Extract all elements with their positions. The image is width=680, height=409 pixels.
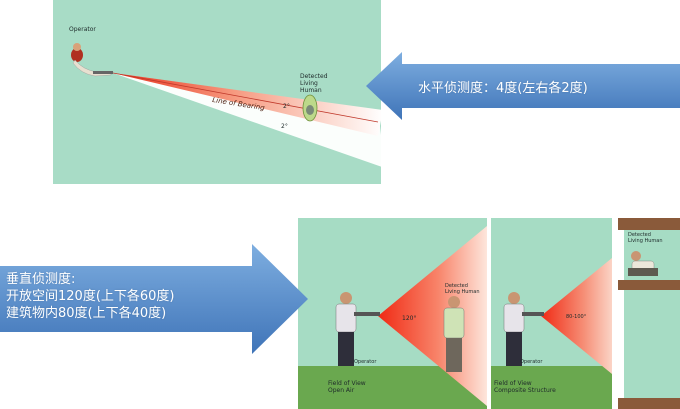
horizontal-detection-illustration <box>53 0 381 184</box>
vertical-text-line2: 开放空间120度(上下各60度) <box>6 288 175 305</box>
operator-label: Operator <box>69 26 96 33</box>
structure-operator-label: Operator <box>520 359 542 366</box>
structure-detected-line2: Living Human <box>628 238 663 244</box>
detected-label-line1: Detected <box>300 73 328 80</box>
structure-wall-white <box>612 218 618 409</box>
structure-fov-line2: Composite Structure <box>494 387 556 394</box>
open-air-fov-line2: Open Air <box>328 387 366 394</box>
vertical-text-line3: 建筑物内80度(上下各40度) <box>6 305 175 322</box>
vertical-detection-text: 垂直侦测度: 开放空间120度(上下各60度) 建筑物内80度(上下各40度) <box>6 271 175 322</box>
horizontal-detection-text: 水平侦测度：4度(左右各2度) <box>418 77 588 96</box>
open-air-detected-line2: Living Human <box>445 289 480 295</box>
structure-fov-label: Field of View Composite Structure <box>494 380 556 394</box>
operator-structure-figure <box>504 292 544 366</box>
angle-label-lower: 2° <box>281 123 288 130</box>
open-air-angle-label: 120° <box>402 315 416 322</box>
structure-angle-label: 80-100° <box>566 314 586 321</box>
detected-human-label: Detected Living Human <box>300 73 328 94</box>
operator-figure <box>71 43 113 76</box>
detected-label-line3: Human <box>300 87 328 94</box>
top-diagram-panel: Operator Line of Bearing 2° 2° Detected … <box>53 0 381 184</box>
open-air-fov-line1: Field of View <box>328 380 366 387</box>
structure-detected-label: Detected Living Human <box>628 232 663 244</box>
angle-label-upper: 2° <box>283 103 290 110</box>
operator-open-air-figure <box>336 292 380 366</box>
bottom-diagram-panel: 120° Detected Living Human Operator Fiel… <box>298 218 680 409</box>
open-air-fov-label: Field of View Open Air <box>328 380 366 394</box>
structure-fov-line1: Field of View <box>494 380 556 387</box>
open-air-detected-label: Detected Living Human <box>445 283 480 295</box>
detected-label-line2: Living <box>300 80 328 87</box>
detected-human-figure <box>303 95 317 121</box>
open-air-operator-label: Operator <box>354 359 376 366</box>
scene-divider <box>487 218 491 409</box>
vertical-text-line1: 垂直侦测度: <box>6 271 175 288</box>
